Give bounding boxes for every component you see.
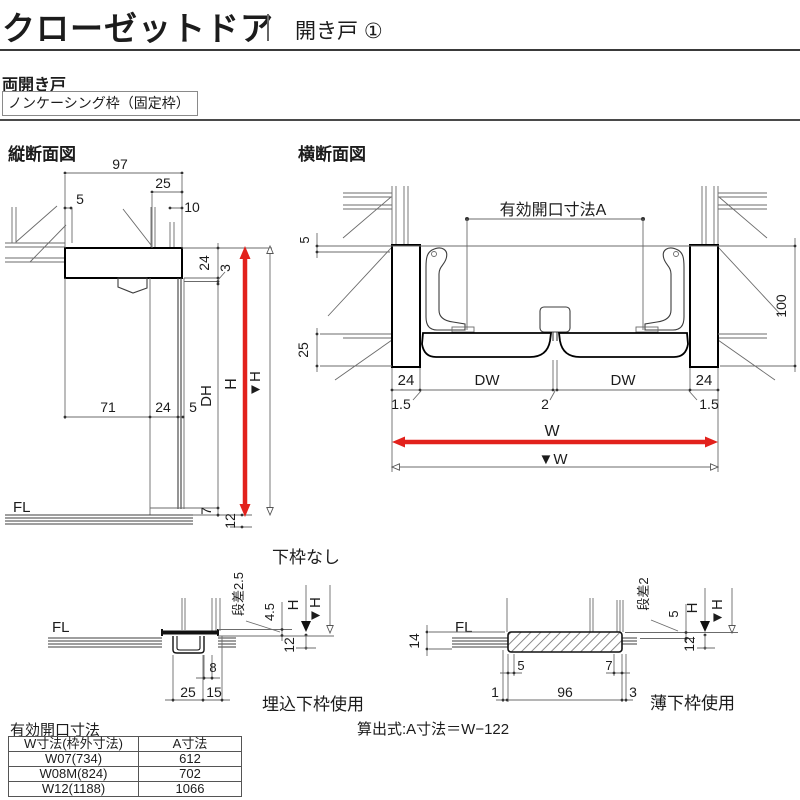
- floor-lines: [48, 637, 236, 648]
- dim-h-datum: ▼H: [307, 597, 324, 623]
- fl-label: FL: [52, 619, 70, 636]
- vertical-section-drawing: FL 97 25 5 10 24 3 71 24 5 DH 7 12 H: [5, 156, 274, 529]
- dim-5: 5: [76, 191, 84, 207]
- hinge-right: [635, 247, 685, 333]
- no-sill-heading: 下枠なし: [272, 548, 340, 567]
- cell-w-size: W12(1188): [8, 781, 139, 797]
- vertical-section-title: 縦断面図: [8, 145, 76, 164]
- dim-8: 8: [209, 660, 216, 675]
- dim-w-datum: ▼W: [538, 451, 568, 468]
- opening-size-table: W寸法(枠外寸法) A寸法 W07(734) 612 W08M(824) 702…: [8, 736, 242, 797]
- table-row: W12(1188) 1066: [8, 781, 242, 797]
- top-frame-section: [64, 247, 183, 279]
- dim-5-step: 5: [666, 610, 681, 617]
- cell-a-size: 612: [138, 751, 242, 767]
- dim-h-datum: ▼H: [247, 371, 264, 397]
- dim-7: 7: [198, 507, 214, 515]
- left-frame-section: [391, 244, 421, 368]
- floor-lines: [5, 514, 193, 525]
- cell-w-size: W08M(824): [8, 766, 139, 782]
- dim-h: H: [285, 600, 302, 611]
- dim-5-mid: 5: [189, 399, 197, 415]
- dim-3: 3: [629, 684, 637, 700]
- table-header-row: W寸法(枠外寸法) A寸法: [8, 736, 242, 752]
- door-leaf-right: [557, 332, 689, 358]
- thin-sill-drawing: FL 14 段差2 5 H 12 ▼H 5 7 1 96 3: [406, 577, 738, 702]
- dim-96: 96: [557, 684, 573, 700]
- dim-12: 12: [222, 513, 238, 529]
- formula-text: 算出式:A寸法＝W−122: [357, 721, 510, 738]
- dim-12: 12: [281, 637, 297, 653]
- floor-lines: [452, 637, 637, 648]
- dim-24-left: 24: [398, 372, 415, 389]
- dim-step: 段差2.5: [231, 572, 246, 616]
- dim-dw-left: DW: [475, 372, 501, 389]
- door-leaf-left: [421, 332, 553, 358]
- dim-5: 5: [517, 658, 524, 673]
- door-stop: [117, 277, 148, 294]
- door-type-label: 両開き戸: [2, 77, 67, 94]
- dim-4-5: 4.5: [262, 603, 277, 621]
- dim-24-mid: 24: [155, 399, 171, 415]
- dim-71: 71: [100, 399, 116, 415]
- height-arrow: [239, 246, 251, 517]
- horizontal-section-title: 横断面図: [298, 145, 366, 164]
- dim-h: H: [223, 378, 240, 390]
- thin-sill-caption: 薄下枠使用: [650, 694, 735, 713]
- dim-25: 25: [155, 175, 171, 191]
- opening-dim-label: 有効開口寸法A: [500, 201, 607, 219]
- table-title: 有効開口寸法: [10, 722, 101, 739]
- dim-step: 段差2: [636, 577, 651, 610]
- title-divider: [267, 14, 269, 41]
- embedded-sill-drawing: FL 段差2.5 4.5 H 12 ▼H 8 25 15: [48, 572, 334, 702]
- dim-15: 15: [206, 684, 222, 700]
- thin-sill-profile: [507, 631, 623, 653]
- dim-12: 12: [681, 636, 697, 652]
- dim-w: W: [544, 423, 560, 440]
- dim-1-5-left: 1.5: [391, 396, 411, 412]
- dim-3: 3: [217, 264, 233, 272]
- fl-label: FL: [455, 619, 473, 636]
- table-row: W08M(824) 702: [8, 766, 242, 782]
- dim-25-left: 25: [295, 342, 311, 358]
- cell-w-size: W07(734): [8, 751, 139, 767]
- width-arrow: [392, 436, 718, 448]
- hinge-left: [425, 247, 475, 333]
- page-category: 開き戸 ①: [295, 20, 383, 43]
- col-header-a: A寸法: [138, 736, 242, 752]
- dim-1: 1: [491, 684, 499, 700]
- dim-14: 14: [406, 633, 422, 649]
- col-header-w: W寸法(枠外寸法): [8, 736, 139, 752]
- dim-24-right: 24: [696, 372, 713, 389]
- dim-5-top: 5: [297, 236, 312, 243]
- dim-10: 10: [184, 199, 200, 215]
- dim-24-top: 24: [196, 255, 212, 271]
- page-title: クローゼットドア: [2, 10, 274, 47]
- dim-25: 25: [180, 684, 196, 700]
- fl-label: FL: [13, 499, 31, 516]
- right-frame-section: [689, 244, 719, 368]
- dim-7: 7: [605, 658, 612, 673]
- dim-h-datum: ▼H: [709, 599, 726, 625]
- subheader-rule: [0, 119, 800, 121]
- horizontal-section-drawing: 有効開口寸法A 5 25 100 24 DW DW 24 1.5 2 1.5 W: [295, 186, 797, 472]
- embedded-sill-profile: [161, 629, 219, 654]
- door-leaf-edge: [177, 278, 182, 509]
- table-row: W07(734) 612: [8, 751, 242, 767]
- dim-100: 100: [773, 294, 789, 318]
- header-rule: [0, 49, 800, 51]
- center-catch: [539, 306, 571, 333]
- dim-2: 2: [541, 396, 549, 412]
- frame-type-badge: ノンケーシング枠（固定枠）: [2, 91, 198, 116]
- cell-a-size: 1066: [138, 781, 242, 797]
- dim-97: 97: [112, 156, 128, 172]
- dim-h: H: [684, 603, 701, 614]
- dim-1-5-right: 1.5: [699, 396, 719, 412]
- dim-dw-right: DW: [611, 372, 637, 389]
- dim-dh: DH: [198, 385, 215, 407]
- technical-drawings: FL 97 25 5 10 24 3 71 24 5 DH 7 12 H: [5, 156, 797, 702]
- cell-a-size: 702: [138, 766, 242, 782]
- embedded-sill-caption: 埋込下枠使用: [262, 695, 364, 714]
